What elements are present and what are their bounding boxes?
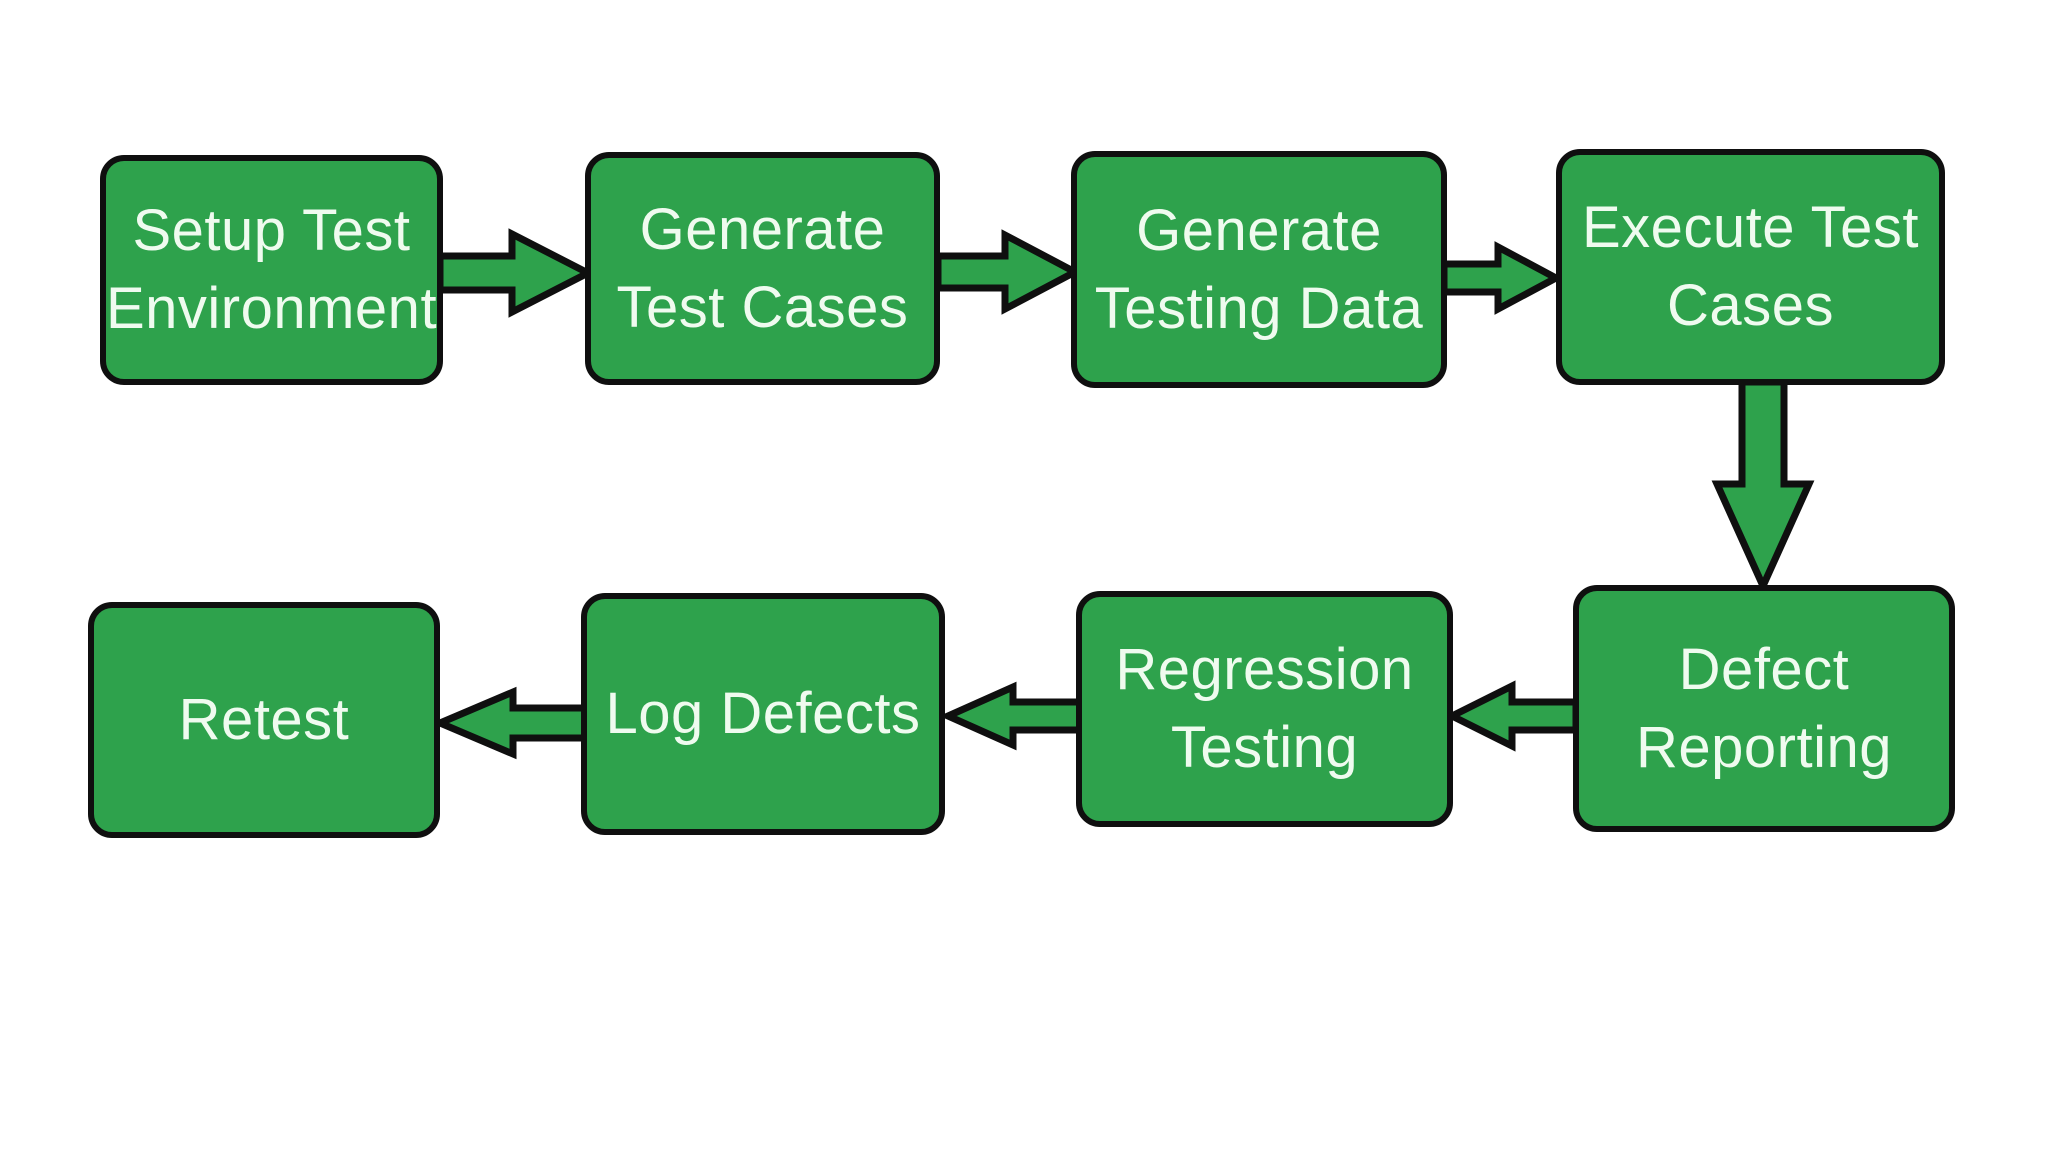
node-label-line: Test Cases	[616, 274, 909, 340]
node-label-line: Log Defects	[605, 681, 921, 746]
node-label-line: Setup Test	[132, 198, 411, 263]
node-defect-reporting: Defect Reporting	[1573, 585, 1955, 832]
arrow-generate-test-cases-to-testing-data	[934, 229, 1083, 315]
arrow-execute-to-defect-reporting	[1711, 378, 1815, 595]
arrow-setup-to-generate-test-cases	[436, 228, 596, 318]
arrow-defect-reporting-to-regression	[1444, 680, 1580, 752]
node-label-line: Generate	[639, 196, 886, 262]
node-label-line: Regression	[1115, 637, 1414, 702]
node-generate-testing-data: Generate Testing Data	[1071, 151, 1447, 388]
arrow-log-defects-to-retest	[431, 686, 589, 760]
node-regression-testing: Regression Testing	[1076, 591, 1453, 827]
node-execute-test-cases: Execute Test Cases	[1556, 149, 1945, 385]
node-label-line: Generate	[1136, 197, 1382, 263]
node-generate-test-cases: Generate Test Cases	[585, 152, 940, 385]
arrow-regression-to-log-defects	[939, 681, 1084, 751]
node-retest: Retest	[88, 602, 440, 838]
node-label-line: Execute Test	[1581, 195, 1919, 260]
node-setup-test-environment: Setup Test Environment	[100, 155, 443, 385]
node-label-line: Testing	[1170, 715, 1359, 780]
node-label-line: Testing Data	[1094, 275, 1424, 341]
node-label-line: Environment	[105, 276, 438, 341]
node-log-defects: Log Defects	[581, 593, 945, 835]
node-label-line: Reporting	[1636, 714, 1892, 780]
node-label-line: Retest	[178, 687, 350, 752]
node-label-line: Defect	[1678, 636, 1850, 702]
node-label-line: Cases	[1667, 273, 1834, 338]
arrow-testing-data-to-execute	[1440, 241, 1564, 315]
